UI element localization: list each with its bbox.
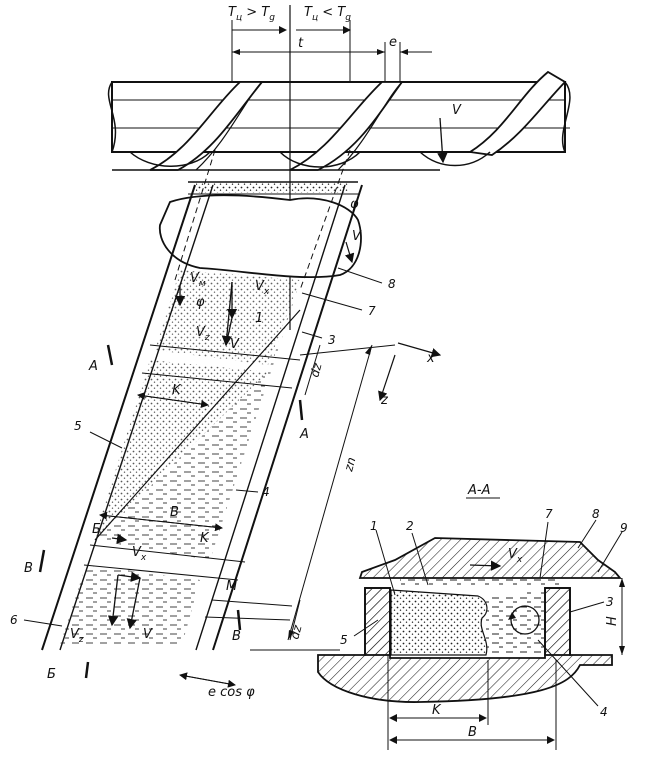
svg-text:В: В [24, 561, 33, 576]
svg-text:5: 5 [340, 633, 348, 647]
svg-text:8: 8 [592, 507, 600, 521]
svg-text:9: 9 [620, 521, 628, 535]
svg-text:A: A [299, 427, 309, 442]
flight-width-label: e [389, 35, 397, 50]
screw-flight-3 [467, 70, 567, 156]
svg-text:Vx: Vx [255, 279, 270, 297]
section-title: А-А [467, 483, 490, 498]
svg-text:Tц > Tg: Tц > Tg [228, 5, 275, 23]
svg-text:φ: φ [350, 197, 359, 212]
svg-text:Vx: Vx [132, 545, 147, 563]
svg-text:7: 7 [368, 304, 376, 318]
temperature-dimension: Tц > Tg Tц < Tg [228, 5, 351, 82]
svg-text:V: V [352, 229, 362, 244]
svg-text:φ: φ [196, 295, 205, 310]
svg-text:5: 5 [74, 419, 82, 433]
svg-text:4: 4 [600, 705, 608, 719]
svg-text:4: 4 [262, 485, 270, 499]
svg-text:2: 2 [406, 519, 414, 533]
svg-text:V: V [230, 337, 240, 352]
svg-text:dz: dz [307, 361, 324, 379]
svg-text:7: 7 [545, 507, 553, 521]
svg-text:B: B [170, 505, 179, 520]
svg-text:1: 1 [255, 311, 263, 326]
svg-text:3: 3 [328, 333, 336, 347]
screw-flight-2 [289, 81, 404, 171]
svg-text:Vм: Vм [190, 271, 206, 289]
svg-text:Vx: Vx [508, 547, 523, 565]
length-dimensions [179, 342, 442, 688]
svg-text:1: 1 [370, 519, 378, 533]
svg-text:K: K [432, 703, 442, 718]
svg-text:K: K [172, 383, 182, 398]
pitch-label: t [298, 36, 304, 51]
section-view: А-А Vx H K B 1 2 [317, 483, 628, 750]
svg-text:x: x [426, 351, 435, 366]
pitch-dimension: t e [232, 35, 432, 82]
svg-text:Tц < Tg: Tц < Tg [304, 5, 351, 23]
svg-text:A: A [88, 359, 98, 374]
svg-text:B: B [468, 725, 477, 740]
svg-text:Б: Б [47, 667, 56, 682]
svg-text:M: M [226, 579, 237, 594]
circulation-flow-icon [510, 605, 540, 635]
svg-text:6: 6 [10, 613, 18, 627]
velocity-triangle-lower [107, 571, 142, 630]
svg-text:V: V [143, 627, 153, 642]
svg-text:В: В [232, 629, 241, 644]
section-marks: A A Б Б В В [24, 344, 309, 682]
screw-velocity: V [437, 103, 462, 164]
velocity-triangle-upper [174, 281, 238, 347]
main-callouts: 8 7 3 5 4 6 [10, 267, 396, 627]
svg-text:e cos φ: e cos φ [208, 685, 255, 700]
screw-flight-1 [149, 81, 264, 171]
svg-text:8: 8 [388, 277, 396, 291]
svg-text:Vz: Vz [70, 627, 84, 645]
svg-text:zn: zn [341, 456, 358, 474]
svg-text:z: z [380, 393, 389, 408]
channel-labels: φ V Vм Vx φ Vz V 1 K B K M Vx Vz V dz dz… [70, 197, 435, 700]
svg-text:V: V [452, 103, 462, 118]
screw-root-curves [112, 151, 491, 171]
svg-text:K: K [200, 531, 210, 546]
svg-text:3: 3 [606, 595, 614, 609]
svg-text:Vz: Vz [196, 325, 210, 343]
unrolled-channel [41, 149, 363, 651]
svg-text:H: H [605, 616, 620, 626]
svg-text:Б: Б [92, 522, 101, 537]
svg-text:dz: dz [287, 623, 304, 641]
